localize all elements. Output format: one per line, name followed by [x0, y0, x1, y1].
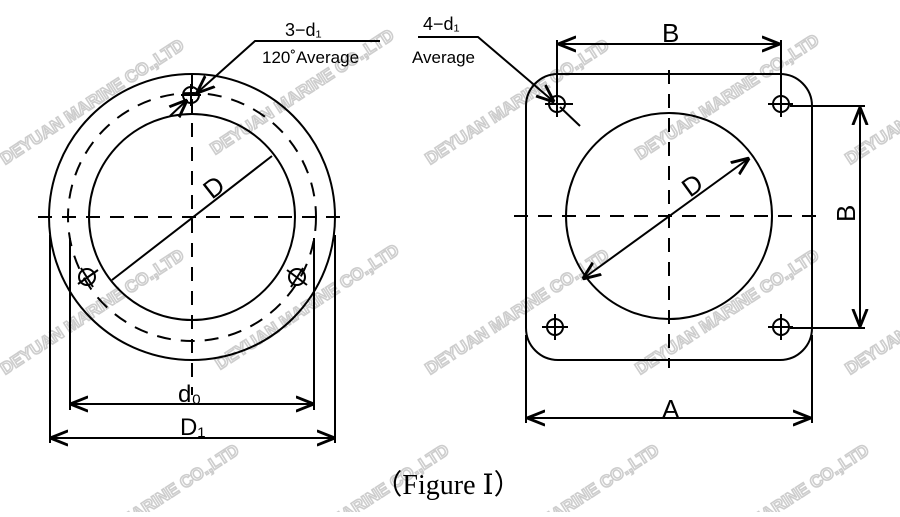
watermark: DEYUAN MARINE CO.,LTD [422, 245, 613, 378]
watermark: DEYUAN MARINE CO.,LTD [632, 30, 823, 163]
diameter-dimension [584, 159, 748, 278]
callout-leader-tail [559, 106, 581, 127]
figure-caption: （Figure Ⅰ） [374, 469, 521, 501]
watermark: DEYUAN MARINE CO.,LTD [842, 245, 900, 378]
bolt-hole-right [286, 267, 308, 288]
hole-spacing-top-label: B [662, 18, 679, 48]
watermark: DEYUAN MARINE CO.,LTD [0, 245, 188, 378]
width-label: A [662, 394, 680, 424]
diameter-line [111, 155, 273, 281]
watermark: DEYUAN MARINE CO.,LTD [0, 35, 188, 168]
bolt-hole-top-left [545, 92, 573, 117]
square-flange-drawing: D 4−d₁ Average B [412, 14, 865, 424]
callout-hole-count: 3−d₁ [285, 20, 322, 40]
hole-spacing-side-label: B [831, 205, 861, 222]
watermark: DEYUAN MARINE CO.,LTD [842, 35, 900, 168]
callout-hole-spacing: 120˚Average [262, 48, 359, 67]
watermark: DEYUAN MARINE CO.,LTD [682, 440, 873, 512]
watermark: DEYUAN MARINE CO.,LTD [207, 25, 398, 158]
outer-diameter-label: D₁ [180, 414, 205, 441]
callout-hole-spacing: Average [412, 48, 475, 67]
bolt-hole-bottom-left [542, 314, 568, 340]
callout-leader-tail [170, 101, 186, 116]
bolt-hole-left [77, 267, 99, 288]
callout-hole-count: 4−d₁ [423, 14, 460, 34]
bolt-hole-bottom-right [768, 314, 793, 340]
callout-leader [418, 36, 553, 101]
inner-diameter-label: D [197, 170, 230, 205]
watermark: DEYUAN MARINE CO.,LTD [52, 440, 243, 512]
callout-leader [198, 40, 380, 92]
watermark: DEYUAN MARINE CO.,LTD [632, 245, 823, 378]
inner-diameter-label: D [676, 168, 709, 203]
bolt-circle-label: d₀ [178, 381, 201, 408]
